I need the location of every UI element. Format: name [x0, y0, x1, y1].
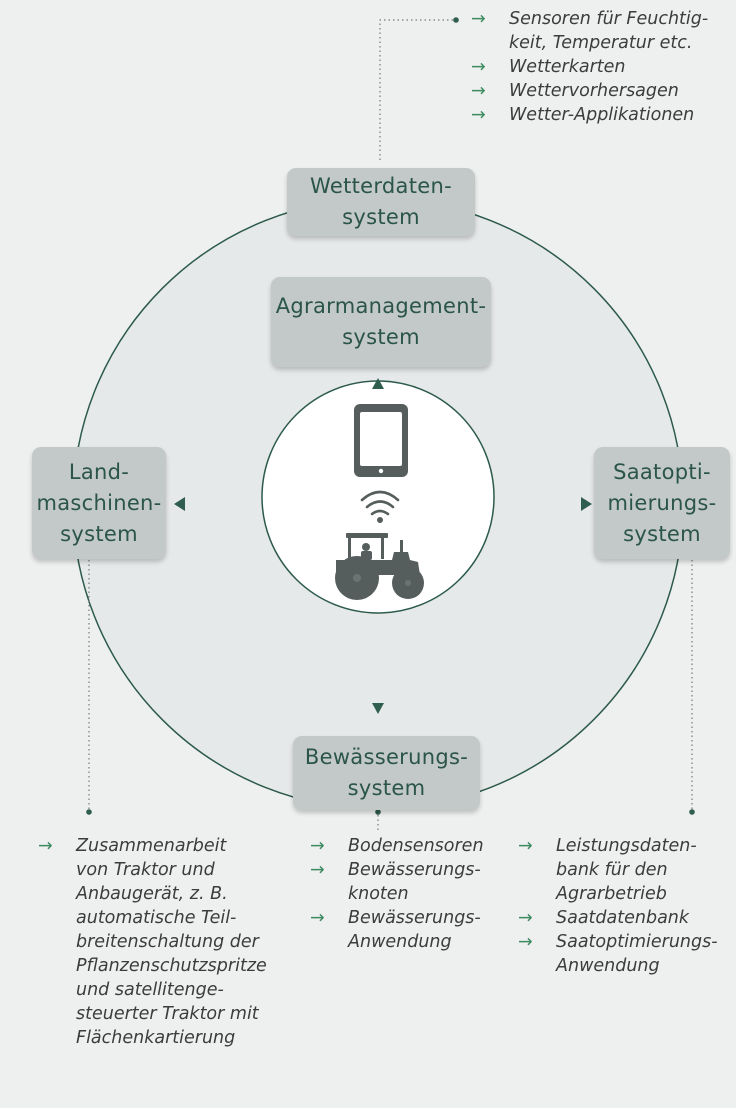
list-item-line: Wetterkarten	[509, 57, 626, 77]
list-item-line: Anwendung	[348, 932, 452, 952]
tablet-icon	[354, 404, 408, 477]
bewaesserung-list: → Bodensensoren → Bewässerungs- knoten →…	[310, 834, 510, 954]
arrow-right-icon: →	[38, 836, 53, 856]
connector-dot-wetter	[453, 17, 459, 23]
saatoptimierung-line-2: mierungs-	[607, 490, 717, 515]
list-item: → Bewässerungs- Anwendung	[310, 906, 510, 954]
arrow-right-icon: →	[518, 908, 533, 928]
connector-wetter	[379, 19, 456, 160]
arrow-right-icon: →	[471, 105, 486, 125]
wetterdaten-line-1: Wetterdaten-	[310, 174, 452, 198]
list-item-line: Anbaugerät, z. B.	[76, 884, 228, 904]
list-item-line: Pflanzenschutzspritze	[76, 956, 267, 976]
list-item-line: Anwendung	[556, 956, 660, 976]
connector-dot-landmaschinen	[86, 809, 92, 815]
list-item-line: Leistungsdaten-	[556, 836, 697, 856]
bewaesserung-line-1: Bewässerungs-	[304, 745, 469, 769]
list-item-line: Zusammenarbeit	[76, 836, 227, 856]
triangle-left-icon	[174, 497, 185, 511]
landmaschinen-line-2: maschinen-	[36, 490, 162, 515]
list-item: → Sensoren für Feuchtig- keit, Temperatu…	[471, 7, 733, 55]
saatoptimierung-line-1: Saatopti-	[613, 459, 711, 484]
list-item-line: Wetter-Applikationen	[509, 105, 695, 125]
agrarmanagementsystem-box: Agrarmanagement- system	[271, 277, 491, 367]
arrow-right-icon: →	[310, 908, 325, 928]
list-item: → Wetterkarten	[471, 55, 733, 79]
list-item: → Wetter-Applikationen	[471, 103, 733, 127]
triangle-right-icon	[581, 497, 592, 511]
arrow-right-icon: →	[518, 836, 533, 856]
bewaesserungssystem-box: Bewässerungs- system	[293, 736, 480, 810]
wifi-icon	[360, 490, 400, 523]
list-item-line: Wettervorhersagen	[509, 81, 679, 101]
saatoptimierungssystem-box: Saatopti- mierungs- system	[594, 447, 730, 559]
list-item: → Saatdatenbank	[518, 906, 732, 930]
triangle-down-icon	[372, 703, 384, 714]
triangle-up-icon	[372, 378, 384, 389]
landmaschinensystem-box: Land- maschinen- system	[32, 447, 166, 559]
arrow-right-icon: →	[310, 860, 325, 880]
list-item-line: Saatoptimierungs-	[556, 932, 718, 952]
bewaesserung-line-2: system	[347, 776, 426, 800]
list-item-line: keit, Temperatur etc.	[509, 33, 693, 53]
connector-dot-bewaesserung	[375, 809, 381, 815]
list-item: → Zusammenarbeit von Traktor und Anbauge…	[38, 834, 278, 1050]
list-item: → Leistungsdaten- bank für den Agrarbetr…	[518, 834, 732, 906]
saatoptimierung-line-3: system	[623, 521, 701, 546]
wetterdatensystem-box: Wetterdaten- system	[287, 168, 475, 236]
list-item-line: Agrarbetrieb	[556, 884, 667, 904]
list-item: → Bodensensoren	[310, 834, 510, 858]
list-item-line: Bewässerungs-	[348, 860, 481, 880]
arrow-right-icon: →	[471, 57, 486, 77]
list-item-line: breitenschaltung der	[76, 932, 259, 952]
list-item-line: von Traktor und	[76, 860, 215, 880]
list-item-line: steuerter Traktor mit	[76, 1004, 259, 1024]
wetter-list: → Sensoren für Feuchtig- keit, Temperatu…	[471, 7, 733, 127]
list-item-line: automatische Teil-	[76, 908, 237, 928]
saat-list: → Leistungsdaten- bank für den Agrarbetr…	[518, 834, 732, 978]
list-item-line: Flächenkartierung	[76, 1028, 236, 1048]
landmaschinen-list: → Zusammenarbeit von Traktor und Anbauge…	[38, 834, 278, 1050]
list-item-line: bank für den	[556, 860, 668, 880]
arrow-right-icon: →	[310, 836, 325, 856]
list-item: → Bewässerungs- knoten	[310, 858, 510, 906]
arrow-right-icon: →	[471, 81, 486, 101]
arrow-right-icon: →	[471, 9, 486, 29]
connector-dot-saat	[689, 809, 695, 815]
list-item-line: Saatdatenbank	[556, 908, 690, 928]
list-item-line: Sensoren für Feuchtig-	[509, 9, 709, 29]
list-item-line: Bodensensoren	[348, 836, 484, 856]
list-item: → Saatoptimierungs- Anwendung	[518, 930, 732, 978]
list-item-line: Bewässerungs-	[348, 908, 481, 928]
landmaschinen-line-1: Land-	[68, 459, 130, 484]
list-item-line: knoten	[348, 884, 409, 904]
arrow-right-icon: →	[518, 932, 533, 952]
tractor-icon	[335, 533, 424, 600]
list-item: → Wettervorhersagen	[471, 79, 733, 103]
wetterdaten-line-2: system	[342, 205, 420, 229]
agrarmanagement-line-2: system	[342, 325, 420, 349]
landmaschinen-line-3: system	[60, 521, 138, 546]
agrarmanagement-line-1: Agrarmanagement-	[275, 294, 487, 318]
list-item-line: und satellitenge-	[76, 980, 224, 1000]
